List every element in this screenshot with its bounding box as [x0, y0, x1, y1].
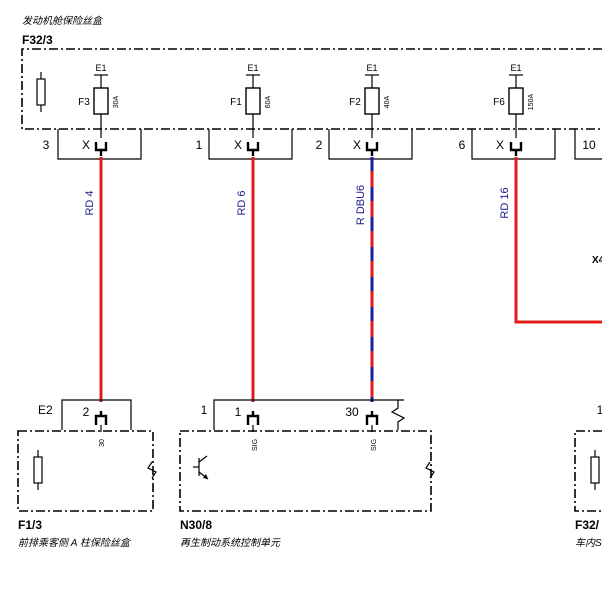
fuse-f3: E1 F3 30A	[78, 63, 120, 138]
fuse-f2-rating: 40A	[384, 95, 391, 108]
bottom-mid-pin-b: 1	[235, 405, 242, 419]
bottom-mid-pin-c: 30	[345, 405, 359, 419]
wire-rd16	[514, 157, 602, 324]
fuse-f1-rating: 60A	[265, 95, 272, 108]
fuse-f6-rating: 150A	[528, 94, 535, 111]
top-pin-contacts	[94, 142, 523, 156]
transistor-icon	[193, 455, 209, 480]
wire-label-rd6: RD 6	[236, 190, 248, 215]
wire-label-rd16: RD 16	[499, 187, 511, 218]
bottom-left-pin: 2	[83, 405, 90, 419]
fuse-f2-terminal: E1	[366, 63, 377, 73]
connector-x-4: X	[496, 138, 504, 152]
connector-x-1: X	[82, 138, 90, 152]
fuse-f6-name: F6	[493, 97, 505, 108]
fuse-icon	[33, 450, 43, 490]
connector-x-3: X	[353, 138, 361, 152]
bottom-mid-sig-a: SIG	[252, 439, 259, 451]
top-fuse-box-outline	[21, 48, 602, 130]
bottom-left-connector: E2	[38, 403, 53, 417]
bottom-right-box	[574, 430, 602, 512]
fuse-f6-terminal: E1	[510, 63, 521, 73]
right-connector-label: X4	[592, 255, 602, 266]
top-box-subtitle: 发动机舱保险丝盒	[22, 15, 104, 27]
bottom-left-terminal: 30	[99, 439, 106, 447]
fuse-f6: E1 F6 150A	[493, 63, 535, 138]
fuse-f3-terminal: E1	[95, 63, 106, 73]
bottom-mid-pin-contact-a	[246, 411, 260, 425]
top-box-code: F32/3	[22, 33, 53, 47]
bottom-mid-sig-b: SIG	[371, 439, 378, 451]
wire-label-rd4: RD 4	[84, 190, 96, 215]
fuse-f1: E1 F1 60A	[230, 63, 272, 138]
wire-label-rdbu6: R DBU6	[355, 185, 367, 225]
break-icon	[425, 461, 435, 479]
pin-2: 2	[316, 138, 323, 152]
connector-x-2: X	[234, 138, 242, 152]
bottom-mid-code: N30/8	[180, 518, 212, 532]
bottom-mid-desc: 再生制动系统控制单元	[180, 537, 281, 549]
bottom-left-code: F1/3	[18, 518, 42, 532]
bottom-right-code: F32/	[575, 518, 600, 532]
fuse-f1-name: F1	[230, 97, 242, 108]
bottom-mid-connector-block	[213, 399, 404, 430]
bottom-mid-break-icon	[390, 400, 406, 430]
bottom-left-desc: 前排乘客侧 A 柱保险丝盒	[18, 537, 132, 549]
fuse-f3-rating: 30A	[113, 95, 120, 108]
fuse-icon	[590, 450, 600, 490]
fuse-icon	[36, 72, 46, 112]
bottom-left-pin-contact	[94, 411, 108, 425]
fuse-f2: E1 F2 40A	[349, 63, 391, 138]
bottom-mid-box	[179, 430, 432, 512]
fuse-f3-name: F3	[78, 97, 90, 108]
bottom-right-desc: 车内S	[575, 537, 602, 549]
bottom-right-pin: 1	[597, 403, 602, 417]
pin-10: 10	[582, 138, 596, 152]
bottom-mid-pin-a: 1	[201, 403, 208, 417]
bottom-left-connector-block	[61, 399, 132, 430]
fuse-f1-terminal: E1	[247, 63, 258, 73]
pin-3: 3	[43, 138, 50, 152]
fuse-f2-name: F2	[349, 97, 361, 108]
bottom-mid-pin-contact-b	[365, 411, 379, 425]
pin-1: 1	[196, 138, 203, 152]
break-icon	[147, 461, 157, 479]
pin-6: 6	[459, 138, 466, 152]
